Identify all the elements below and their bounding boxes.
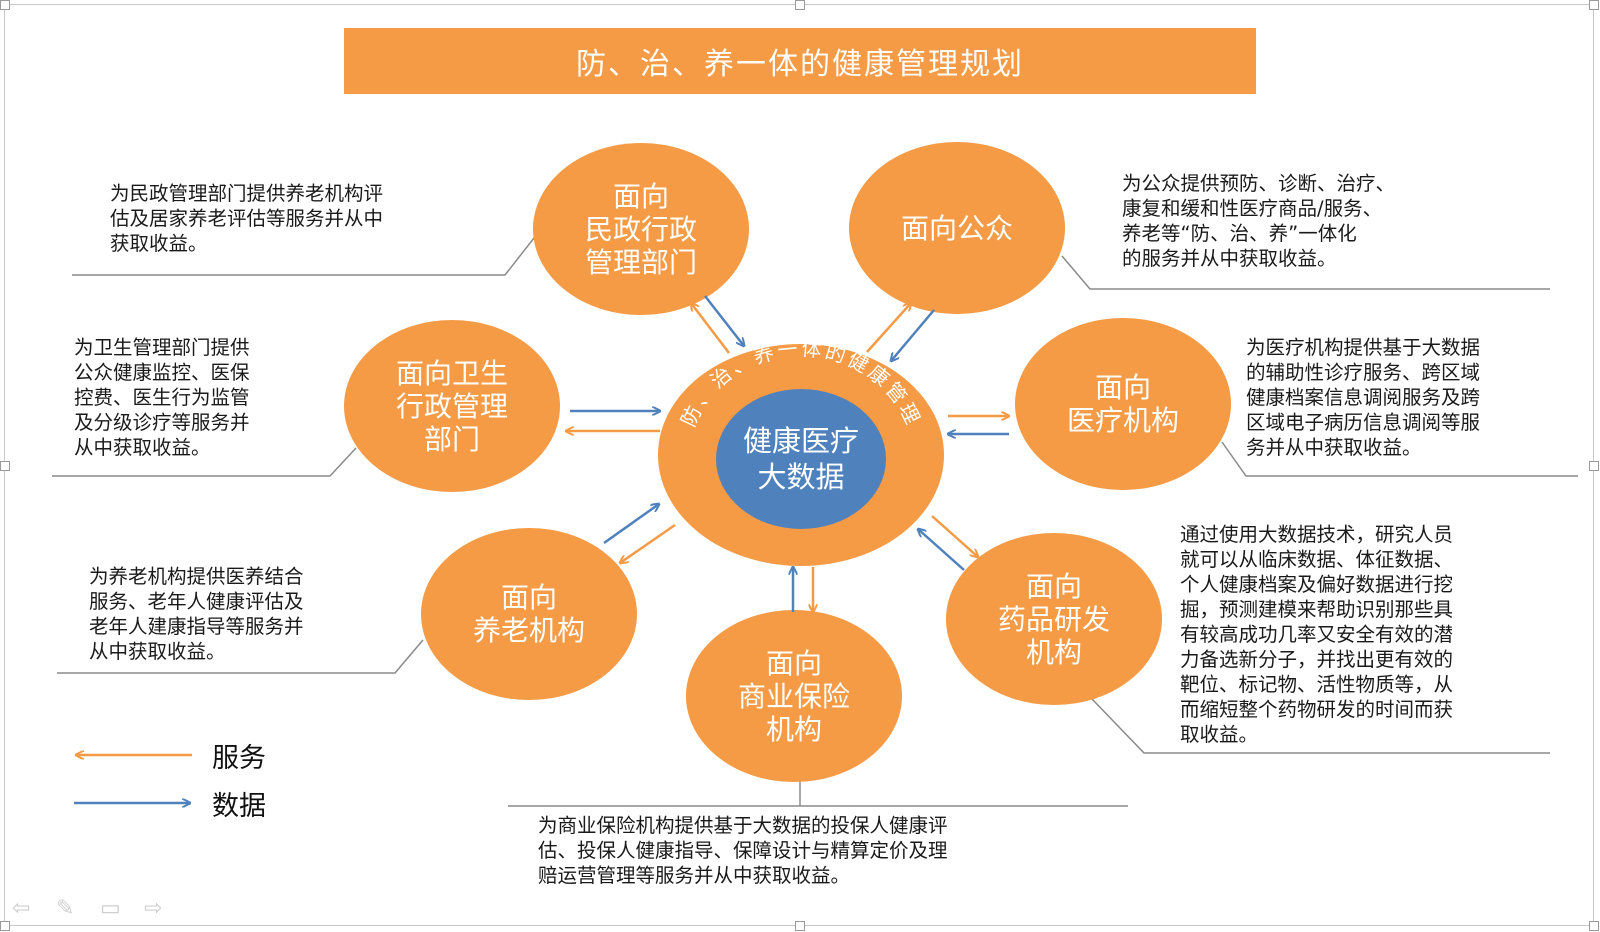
resize-handle-right[interactable] [1589,461,1599,471]
center-inner-circle [716,389,886,529]
arrow-right-icon[interactable]: ⇨ [144,896,163,921]
node-health-circle [344,320,560,492]
desc-insurance: 为商业保险机构提供基于大数据的投保人健康评 估、投保人健康指导、保障设计与精算定… [538,814,948,887]
desc-elder: 为养老机构提供医养结合 服务、老年人健康评估及 老年人建康指导等服务并 从中获取… [89,565,304,663]
leader-public [1061,255,1550,290]
desc-civil: 为民政管理部门提供养老机构评 估及居家养老评估等服务并从中 获取收益。 [110,182,384,255]
resize-handle-bottom[interactable] [795,921,805,931]
node-civil-label: 面向 民政行政 管理部门 [584,179,697,279]
arrow-data-pharma [918,529,965,571]
node-medical-circle [1015,318,1231,490]
diagram-title: 防、治、养一体的健康管理规划 [344,28,1256,94]
resize-handle-top-right[interactable] [1589,0,1599,10]
node-elder-label: 面向 养老机构 [472,581,585,647]
node-pharma-label: 面向 药品研发 机构 [997,569,1110,669]
leader-health [52,447,357,477]
pen-icon[interactable]: ✎ [56,896,75,921]
arrow-data-public [891,309,935,361]
node-pharma-circle [946,533,1162,705]
leader-elder [57,639,424,674]
screen-icon[interactable]: ▭ [100,896,121,921]
legend-service-label: 服务 [212,743,266,774]
resize-handle-left[interactable] [0,461,10,471]
desc-public: 为公众提供预防、诊断、治疗、 康复和缓和性医疗商品/服务、 养老等“防、治、养”… [1122,172,1396,270]
resize-handle-top-left[interactable] [0,0,10,10]
arrow-service-public [866,303,911,353]
node-civil-circle [533,143,749,315]
node-public-circle [849,142,1065,314]
arrow-left-icon[interactable]: ⇦ [12,896,31,921]
arrows [566,295,1009,612]
legend-data-label: 数据 [212,791,266,822]
arrow-data-elder [603,504,659,545]
node-medical-label: 面向 医疗机构 [1066,371,1179,437]
node-insurance-label: 面向 商业保险 机构 [737,646,850,746]
callout-lines [52,237,1578,807]
node-public-label: 面向公众 [900,211,1013,245]
arrow-service-civil [691,303,730,354]
center-label: 健康医疗 大数据 [742,424,859,494]
arrow-service-pharma [931,515,978,557]
desc-medical: 为医疗机构提供基于大数据 的辅助性诊疗服务、跨区域 健康档案信息调阅服务及跨 区… [1246,336,1481,459]
arrow-data-civil [704,295,744,346]
desc-pharma: 通过使用大数据技术，研究人员 就可以从临床数据、体征数据、 个人健康档案及偏好数… [1180,523,1454,746]
node-insurance-circle [686,610,902,782]
leader-medical [1221,441,1578,477]
resize-handle-top[interactable] [795,0,805,10]
node-elder-circle [421,528,637,700]
resize-handle-bottom-right[interactable] [1589,921,1599,931]
desc-health: 为卫生管理部门提供 公众健康监控、医保 控费、医生行为监管 及分级诊疗等服务并 … [74,336,250,459]
leader-pharma [1091,698,1550,754]
leader-civil [72,237,535,276]
resize-handle-bottom-left[interactable] [0,921,10,931]
arrow-service-elder [620,523,676,563]
node-health-label: 面向卫生 行政管理 部门 [395,356,508,456]
